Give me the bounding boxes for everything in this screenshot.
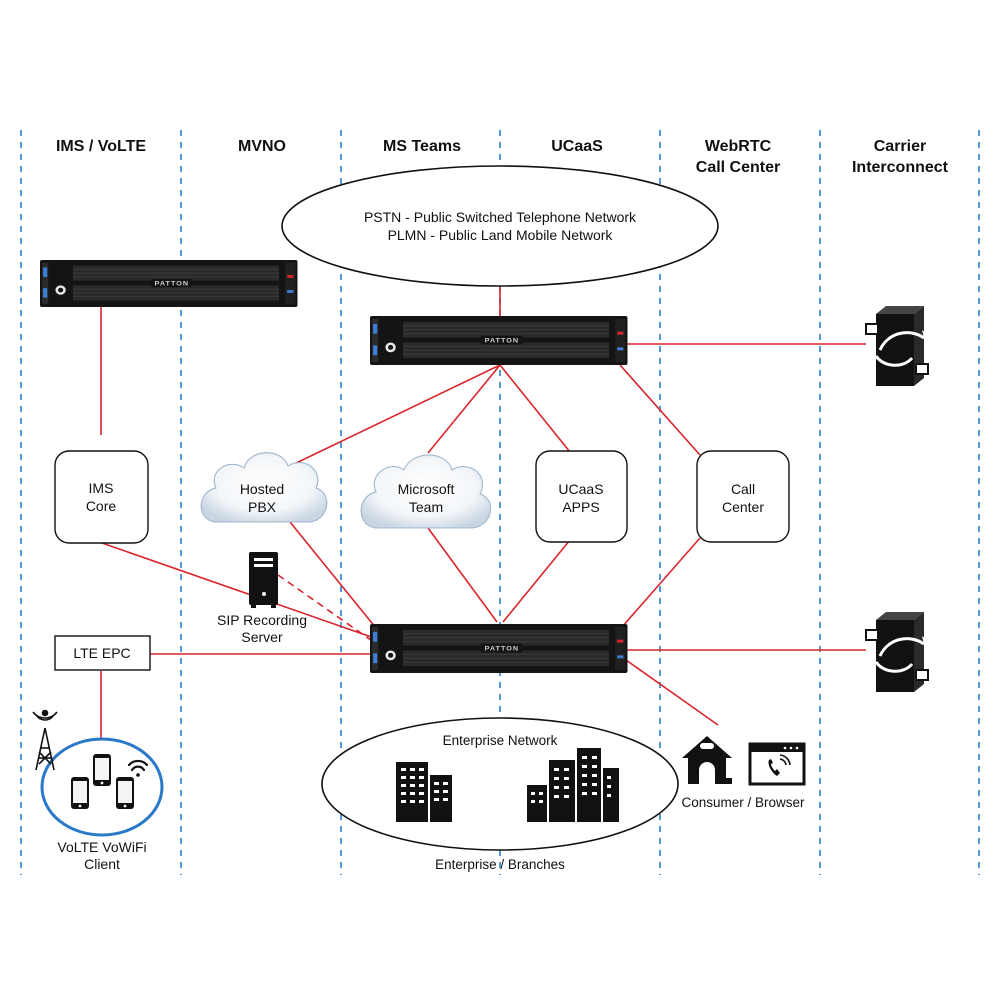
consumer-browser-label: Consumer / Browser xyxy=(681,795,805,810)
hosted-pbx-label-line2: PBX xyxy=(248,499,277,515)
phone-icon xyxy=(93,754,111,786)
server-ims-volte: PATTON xyxy=(39,259,299,308)
ucaas-apps-label-line1: UCaaS xyxy=(558,481,603,497)
sip-recording-server-label-line1: SIP Recording xyxy=(217,612,307,628)
call-center-box xyxy=(696,450,790,543)
network-links xyxy=(100,285,866,740)
plmn-label: PLMN - Public Land Mobile Network xyxy=(388,227,614,243)
volte-vowifi-label-line1: VoLTE VoWiFi xyxy=(57,839,146,855)
server-brand-label: PATTON xyxy=(155,281,190,288)
browser-call-icon xyxy=(748,742,806,786)
enterprise-network-label: Enterprise Network xyxy=(443,733,558,748)
column-header-mvno: MVNO xyxy=(238,138,286,155)
pstn-label: PSTN - Public Switched Telephone Network xyxy=(364,209,637,225)
microsoft-team-label-line2: Team xyxy=(409,499,443,515)
enterprise-branches-label: Enterprise / Branches xyxy=(435,857,565,872)
lte-epc-label: LTE EPC xyxy=(73,645,130,661)
ims-core-label-line2: Core xyxy=(86,498,117,514)
microsoft-team-label-line1: Microsoft xyxy=(398,481,455,497)
server-core-bottom: PATTON xyxy=(369,623,629,674)
lte-epc-box xyxy=(54,635,151,671)
home-icon xyxy=(682,736,732,784)
phone-icon xyxy=(71,777,89,809)
sip-recording-server-label-line2: Server xyxy=(241,629,283,645)
office-towers-icon xyxy=(527,748,619,822)
cell-tower-icon xyxy=(32,709,58,771)
column-header-interconnect: Interconnect xyxy=(852,159,949,176)
volte-vowifi-label-line2: Client xyxy=(84,856,120,872)
pstn-plmn-network-ellipse xyxy=(281,165,719,287)
office-building-icon xyxy=(396,762,452,822)
column-header-ms-teams: MS Teams xyxy=(383,138,461,155)
carrier-interconnect-icon-bottom xyxy=(864,610,932,694)
cloud-icon-hosted-pbx xyxy=(200,452,328,523)
sip-recording-server-icon xyxy=(249,552,278,608)
call-center-label-line2: Center xyxy=(722,499,764,515)
column-header-carrier: Carrier xyxy=(874,138,926,155)
ucaas-apps-box xyxy=(535,450,628,543)
phone-icon xyxy=(116,777,134,809)
column-header-call-center: Call Center xyxy=(696,159,780,176)
call-center-label-line1: Call xyxy=(731,481,755,497)
mobile-clients-ring xyxy=(40,737,164,837)
server-core-top: PATTON xyxy=(369,315,629,366)
column-header-ucaas: UCaaS xyxy=(551,138,603,155)
hosted-pbx-label-line1: Hosted xyxy=(240,481,284,497)
column-header-ims-volte: IMS / VoLTE xyxy=(56,138,146,155)
server-brand-label: PATTON xyxy=(485,338,520,345)
server-brand-label: PATTON xyxy=(485,646,520,653)
ims-core-label-line1: IMS xyxy=(89,480,114,496)
column-header-webrtc: WebRTC xyxy=(705,138,772,155)
wifi-icon xyxy=(127,759,149,777)
cloud-icon-microsoft-team xyxy=(360,454,491,529)
ucaas-apps-label-line2: APPS xyxy=(562,499,599,515)
carrier-interconnect-icon-top xyxy=(864,304,932,388)
ims-core-box xyxy=(54,450,149,544)
